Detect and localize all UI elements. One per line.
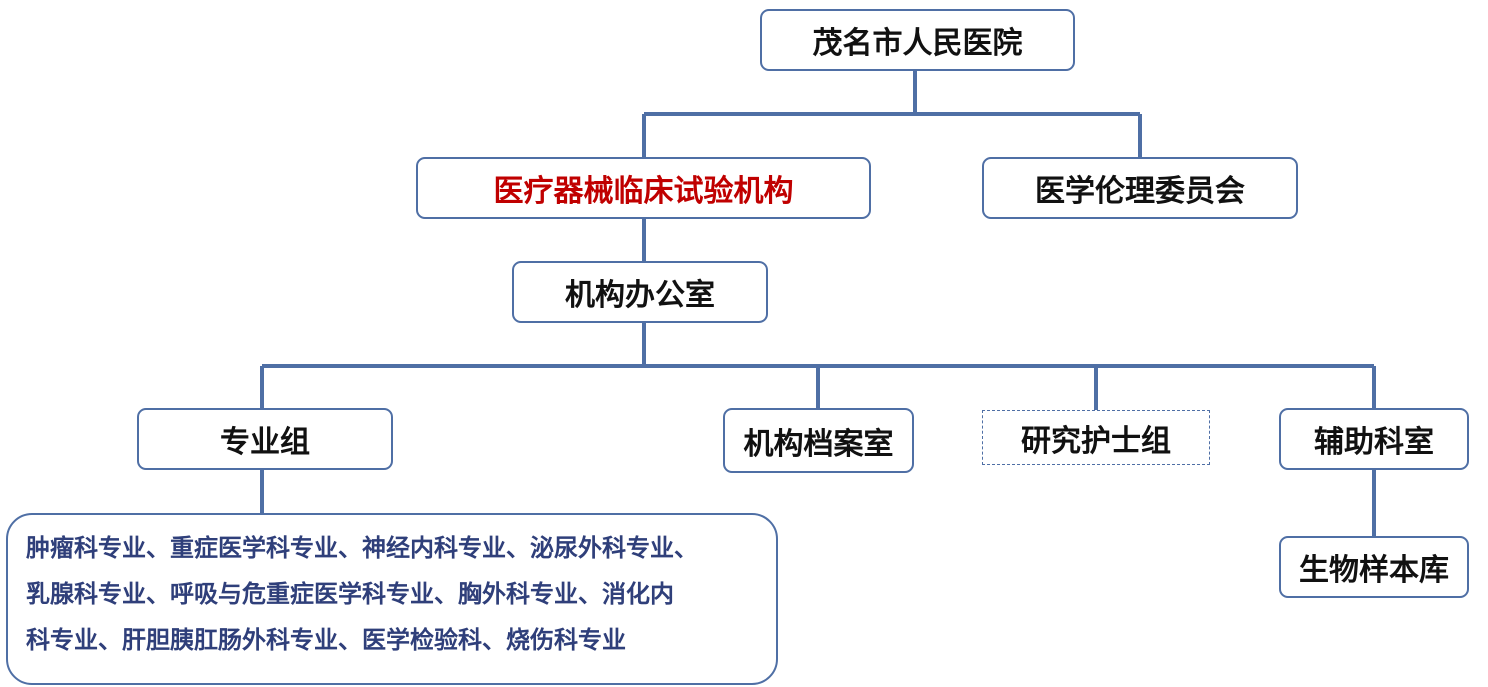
- specialty-group-node: 专业组: [137, 408, 393, 470]
- root-node: 茂名市人民医院: [760, 9, 1075, 71]
- specialty-list-node: 肿瘤科专业、重症医学科专业、神经内科专业、泌尿外科专业、 乳腺科专业、呼吸与危重…: [6, 513, 778, 685]
- research-nurse-node: 研究护士组: [982, 410, 1210, 465]
- biobank-node: 生物样本库: [1279, 536, 1469, 598]
- institution-node: 医疗器械临床试验机构: [416, 157, 871, 219]
- archive-node: 机构档案室: [723, 408, 914, 473]
- office-node: 机构办公室: [512, 261, 768, 323]
- auxiliary-dept-node: 辅助科室: [1279, 408, 1469, 470]
- specialty-list-line: 科专业、肝胆胰肛肠外科专业、医学检验科、烧伤科专业: [26, 626, 626, 654]
- specialty-list-line: 肿瘤科专业、重症医学科专业、神经内科专业、泌尿外科专业、: [26, 534, 698, 562]
- specialty-list-line: 乳腺科专业、呼吸与危重症医学科专业、胸外科专业、消化内: [26, 580, 674, 608]
- ethics-committee-node: 医学伦理委员会: [982, 157, 1298, 219]
